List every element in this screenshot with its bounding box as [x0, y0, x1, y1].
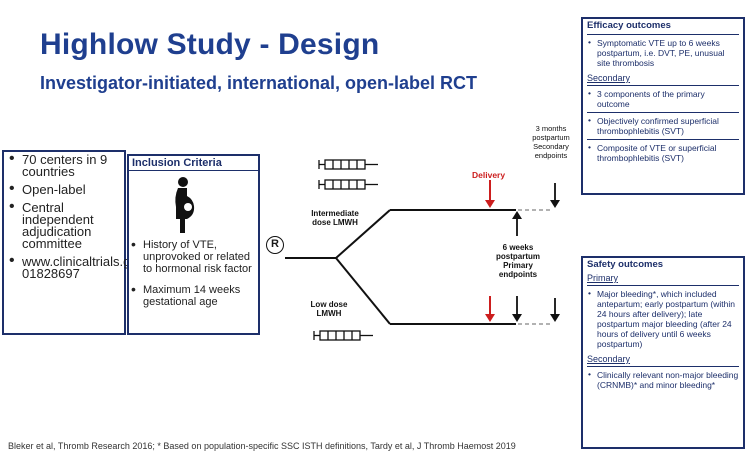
inclusion-item: Maximum 14 weeks gestational age [131, 283, 254, 308]
safety-primary-label: Primary [587, 273, 618, 283]
efficacy-secondary-item: Composite of VTE or superficial thrombop… [587, 139, 739, 166]
feature-item: 70 centers in 9 countries [8, 153, 120, 178]
syringe-icon [318, 179, 378, 190]
safety-primary-item: Major bleeding*, which included antepart… [587, 285, 739, 352]
delivery-label: Delivery [472, 170, 506, 180]
study-features-box: 70 centers in 9 countries Open-label Cen… [2, 150, 144, 335]
efficacy-secondary-label: Secondary [587, 73, 631, 83]
feature-item: www.clinicaltrials.gov 01828697 [8, 255, 144, 280]
efficacy-title: Efficacy outcomes [587, 20, 671, 31]
primary-endpoint-label: 6 weeks postpartum Primary endpoints [496, 243, 540, 279]
randomization-symbol: R [266, 236, 284, 254]
safety-secondary-label: Secondary [587, 354, 631, 364]
safety-secondary-item: Clinically relevant non-major bleeding (… [587, 366, 739, 393]
safety-outcomes-box: Safety outcomes Primary Major bleeding*,… [581, 256, 745, 449]
feature-item: Open-label [8, 183, 120, 196]
page-subtitle: Investigator-initiated, international, o… [40, 73, 478, 93]
pregnant-woman-icon [175, 177, 195, 233]
efficacy-primary-item: Symptomatic VTE up to 6 weeks postpartum… [587, 34, 739, 71]
efficacy-secondary-item: Objectively confirmed superficial thromb… [587, 112, 739, 139]
inclusion-heading: Inclusion Criteria [129, 156, 258, 171]
inclusion-item: History of VTE, unprovoked or related to… [131, 238, 254, 275]
safety-title: Safety outcomes [587, 259, 664, 270]
page-title: Highlow Study - Design [40, 28, 380, 61]
footer-citation: Bleker et al, Thromb Research 2016; * Ba… [8, 441, 516, 451]
syringe-icon [318, 159, 378, 170]
syringe-icon [313, 330, 373, 341]
feature-item: Central independent adjudication committ… [8, 201, 120, 250]
delivery-arrow [485, 180, 495, 322]
efficacy-outcomes-box: Efficacy outcomes Symptomatic VTE up to … [581, 17, 745, 195]
inclusion-criteria-box: Inclusion Criteria History of VTE, unpro… [127, 154, 260, 335]
arm-intermediate-label: Intermediate dose LMWH [311, 209, 359, 227]
secondary-endpoint-label: 3 months postpartum Secondary endpoints [532, 124, 570, 160]
arm-low-label: Low dose LMWH [310, 300, 348, 318]
efficacy-secondary-item: 3 components of the primary outcome [587, 85, 739, 112]
